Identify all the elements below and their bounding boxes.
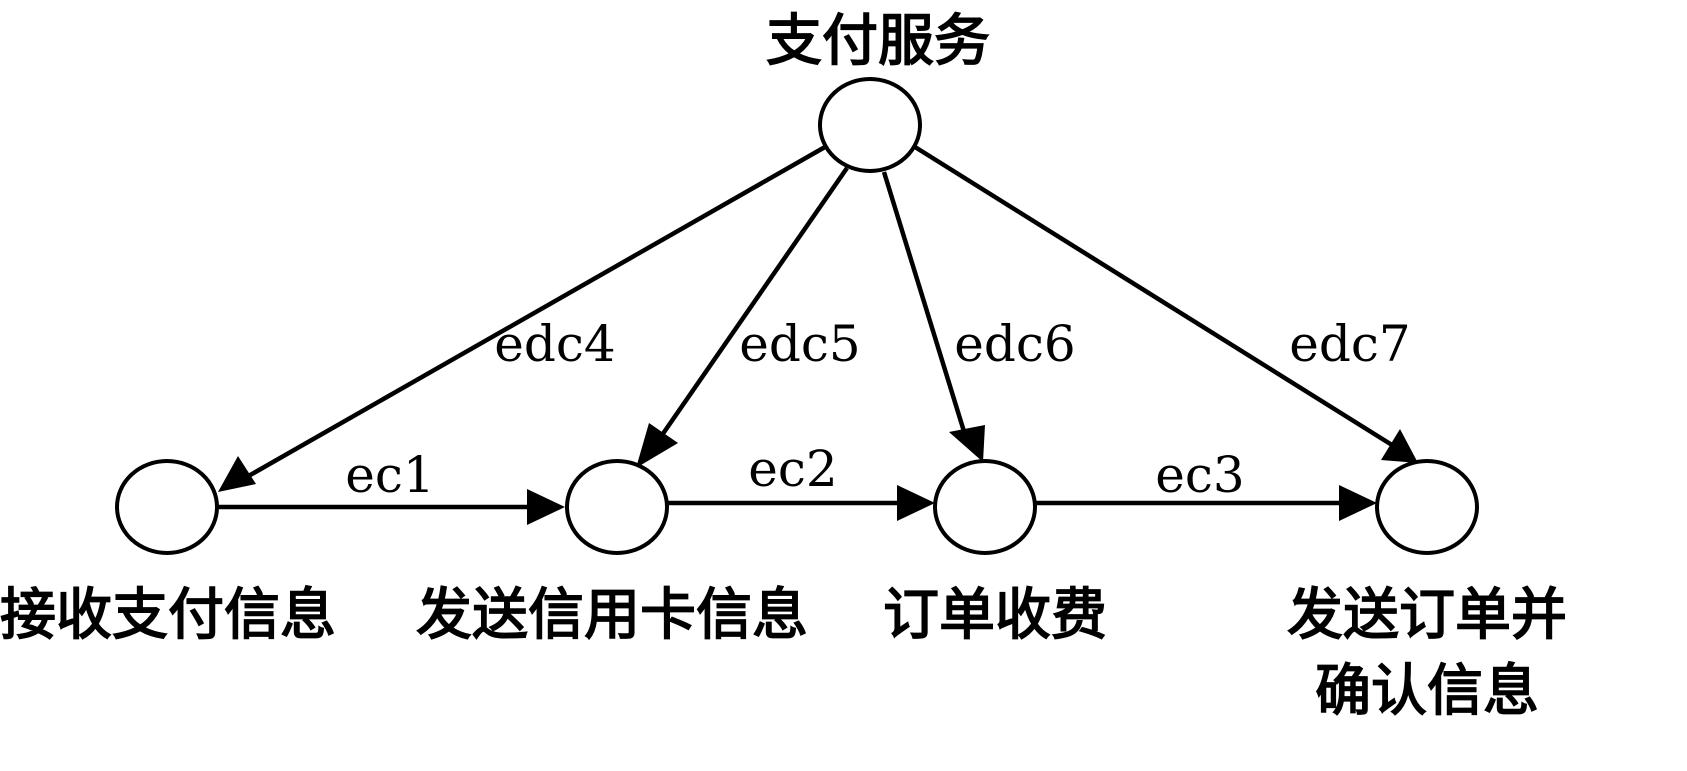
edge-edc5 <box>658 166 849 440</box>
node-order-charge <box>933 459 1037 555</box>
edge-label-edc4: edc4 <box>494 315 615 373</box>
node-label-n2: 发送信用卡信息 <box>416 583 808 648</box>
edge-label-ec3: ec3 <box>1155 446 1244 504</box>
node-send-order-confirm <box>1375 459 1479 555</box>
arrowhead-ec2 <box>897 485 935 521</box>
node-label-n1: 接收支付信息 <box>0 583 336 648</box>
node-label-n3: 订单收费 <box>883 583 1107 648</box>
node-label-top: 支付服务 <box>766 9 990 74</box>
arrowhead-edc5 <box>636 423 678 468</box>
edge-label-ec2: ec2 <box>748 440 837 498</box>
node-label-n4-line2: 确认信息 <box>1315 659 1539 724</box>
edge-edc7 <box>913 145 1394 447</box>
node-receive-payment-info <box>115 459 219 555</box>
node-label-n4-line1: 发送订单并 <box>1287 583 1567 648</box>
edge-edc6 <box>881 171 969 439</box>
edge-label-edc5: edc5 <box>739 315 860 373</box>
edge-label-ec1: ec1 <box>345 446 434 504</box>
edge-label-edc6: edc6 <box>954 315 1075 373</box>
node-send-credit-card-info <box>565 459 669 555</box>
arrowhead-ec3 <box>1339 485 1377 521</box>
edge-edc4 <box>243 145 827 480</box>
node-top-payment-service <box>818 77 922 173</box>
arrowhead-edc6 <box>949 425 985 462</box>
arrowhead-ec1 <box>527 489 565 525</box>
edge-label-edc7: edc7 <box>1289 315 1410 373</box>
arrowhead-edc4 <box>218 456 256 492</box>
arrowhead-edc7 <box>1381 429 1418 463</box>
